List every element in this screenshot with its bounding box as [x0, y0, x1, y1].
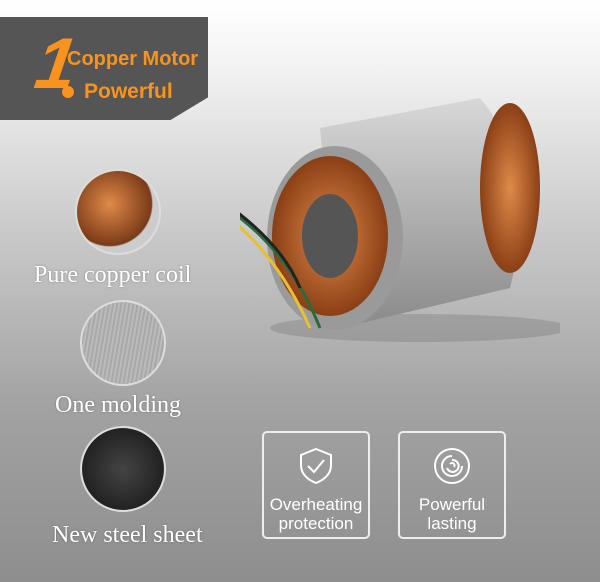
steel-molding-closeup: [80, 300, 166, 386]
feature-label: One molding: [55, 392, 181, 418]
badge-label: Powerful: [418, 495, 486, 514]
badge-powerful: Powerful lasting: [398, 431, 506, 539]
header-line2: Powerful: [84, 80, 173, 103]
shield-check-icon: [300, 447, 332, 485]
motor-stator-image: [240, 98, 560, 342]
spiral-icon: [434, 448, 470, 484]
feature-label: New steel sheet: [52, 522, 203, 548]
header-line1: Copper Motor: [67, 48, 199, 70]
steel-sheet-closeup: [80, 426, 166, 512]
copper-coil-closeup: [75, 169, 161, 255]
badge-overheating: Overheating protection: [262, 431, 370, 539]
badge-label: Overheating: [269, 495, 363, 514]
header-banner: [0, 17, 208, 120]
badge-label: protection: [278, 514, 354, 533]
header-dot: [62, 86, 74, 98]
feature-label: Pure copper coil: [34, 262, 192, 288]
badge-label: lasting: [427, 514, 477, 533]
